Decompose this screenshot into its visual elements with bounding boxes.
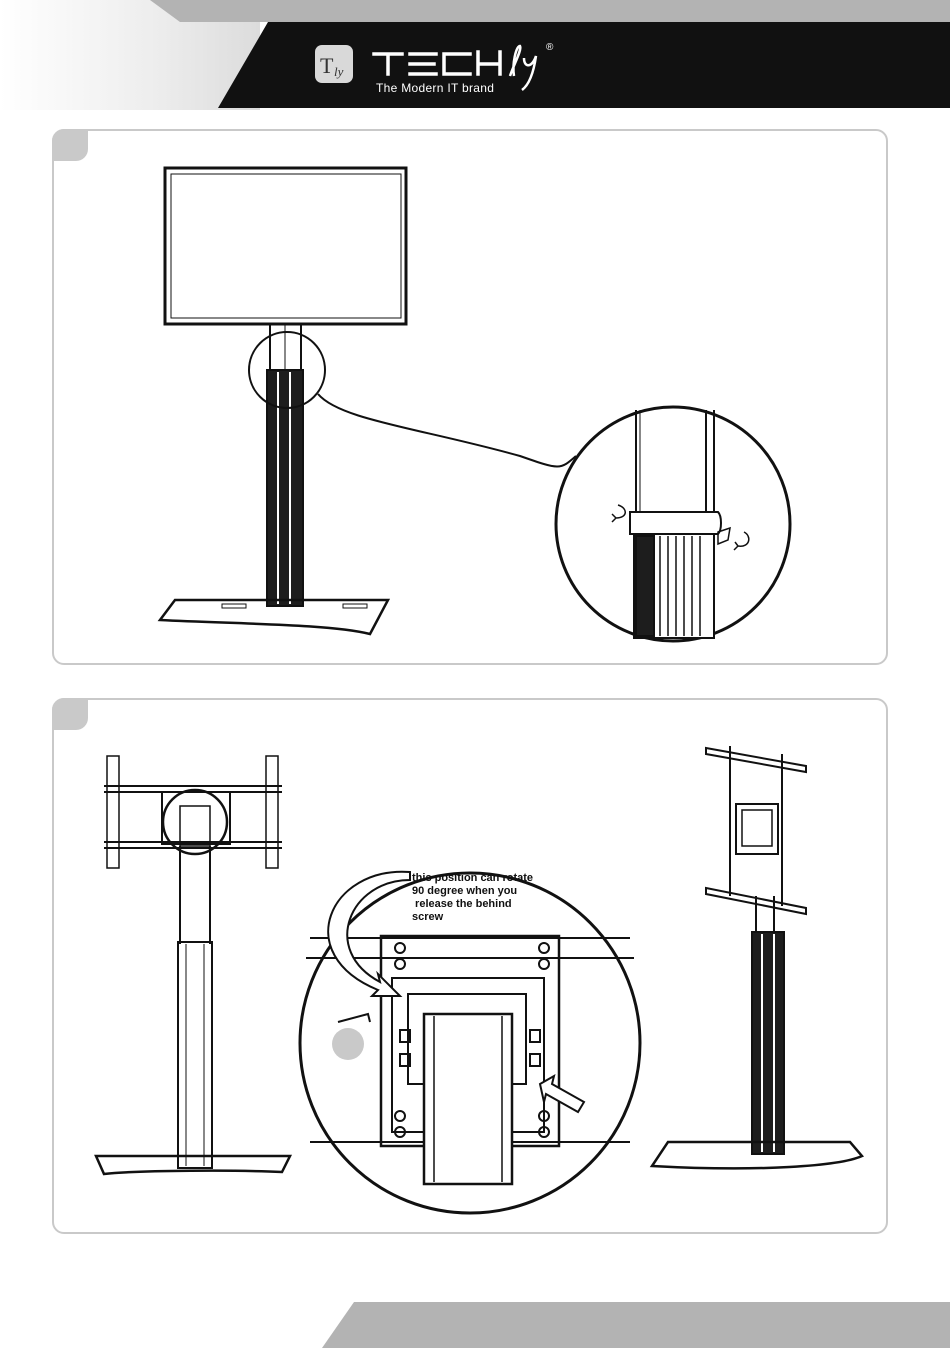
- step-1-illustration: [52, 129, 888, 665]
- registered-mark: ®: [546, 42, 553, 53]
- pointer-arrow-icon: [540, 1076, 584, 1112]
- hex-key-icon: [338, 1014, 370, 1022]
- footer-bar: [0, 1298, 950, 1348]
- logo-monogram-icon: T ly: [314, 44, 354, 84]
- rotation-note: this position can rotate 90 degree when …: [412, 872, 572, 924]
- brand-tagline: The Modern IT brand: [376, 81, 494, 95]
- step-marker-icon: [332, 1028, 364, 1060]
- svg-text:T: T: [320, 53, 334, 78]
- rotate-arrow-icon: [734, 532, 749, 550]
- left-stand-rear-view: [96, 756, 290, 1174]
- note-line: 90 degree when you: [412, 885, 572, 898]
- note-line: screw: [412, 911, 572, 924]
- rotate-arrow-icon: [612, 505, 625, 522]
- tv-screen: [165, 168, 406, 324]
- note-line: release the behind: [412, 898, 572, 911]
- right-stand-perspective-view: [652, 746, 862, 1168]
- note-line: this position can rotate: [412, 872, 572, 885]
- svg-text:ly: ly: [334, 64, 344, 79]
- step-2-illustration: [52, 698, 888, 1234]
